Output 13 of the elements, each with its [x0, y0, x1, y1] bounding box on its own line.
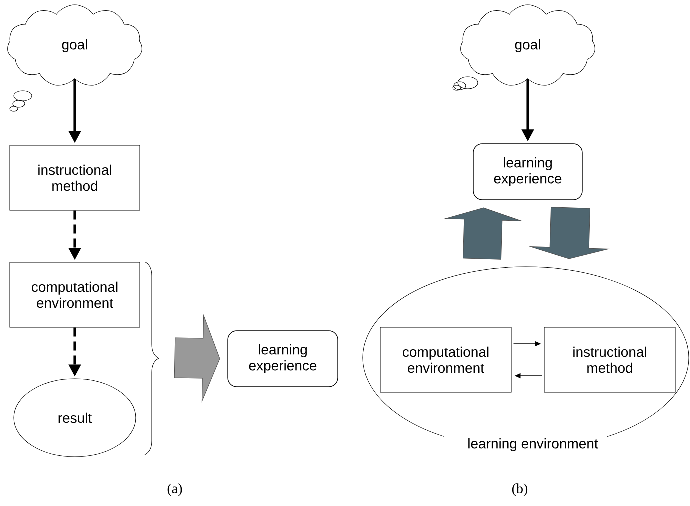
block-arrow: [174, 315, 220, 402]
block-arrow: [445, 208, 522, 260]
thought-cloud: goal: [452, 4, 596, 91]
block-arrow: [530, 207, 609, 260]
rounded-box: learning experience: [228, 330, 338, 388]
process-box: instructional method: [544, 327, 676, 393]
process-box: computational environment: [380, 327, 512, 393]
process-box: computational environment: [10, 262, 140, 328]
panel-label: (a): [168, 484, 182, 496]
rounded-box: learning experience: [473, 144, 583, 200]
panel-label: (b): [512, 484, 528, 496]
thought-cloud: goal: [8, 4, 142, 112]
process-box: instructional method: [10, 145, 140, 211]
